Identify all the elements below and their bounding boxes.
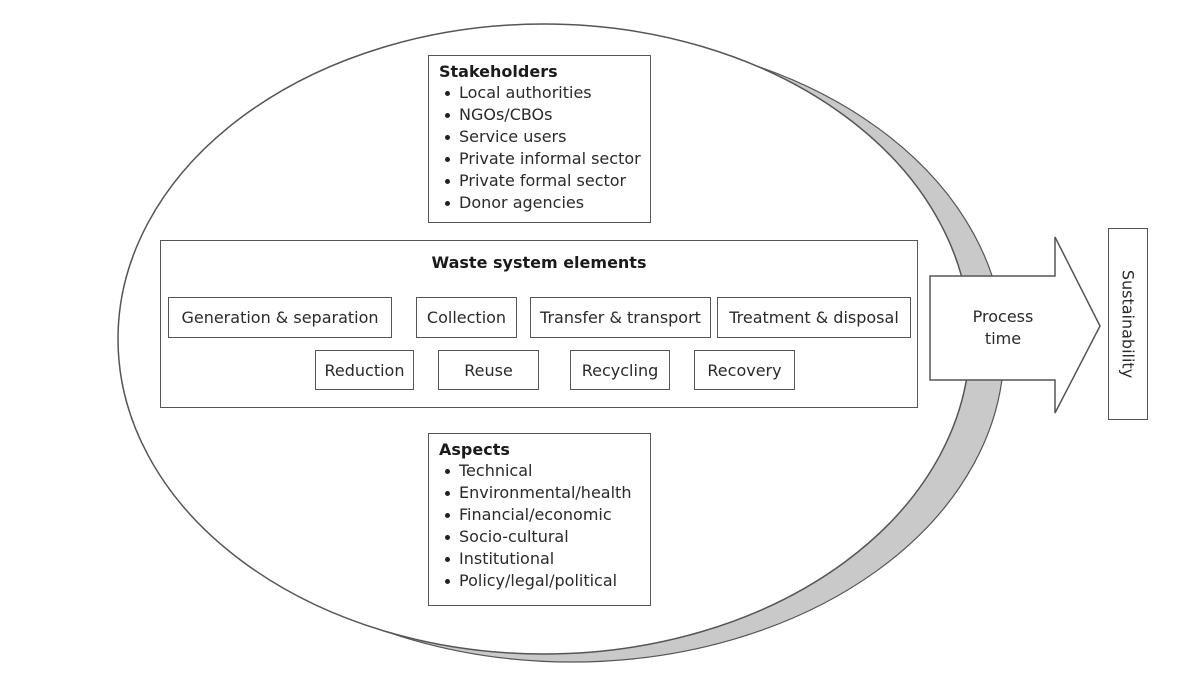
list-item: Financial/economic	[445, 504, 640, 526]
process-time-label: Process time	[945, 306, 1061, 350]
element-recycling: Recycling	[570, 350, 670, 390]
list-item: Institutional	[445, 548, 640, 570]
element-recovery: Recovery	[694, 350, 795, 390]
element-treatment-disposal: Treatment & disposal	[717, 297, 911, 338]
process-time-line1: Process	[972, 307, 1034, 326]
list-item: Socio-cultural	[445, 526, 640, 548]
list-item: Service users	[445, 126, 640, 148]
element-generation-separation: Generation & separation	[168, 297, 392, 338]
process-time-line2: time	[984, 329, 1022, 348]
stakeholders-list: Local authorities NGOs/CBOs Service user…	[439, 82, 641, 214]
sustainability-box: Sustainability	[1108, 228, 1148, 420]
list-item: Private informal sector	[445, 149, 641, 168]
aspects-box: Aspects Technical Environmental/health F…	[428, 433, 651, 606]
list-item: Local authorities	[445, 82, 640, 104]
element-transfer-transport: Transfer & transport	[530, 297, 711, 338]
element-reduction: Reduction	[315, 350, 414, 390]
list-item: Policy/legal/political	[445, 570, 640, 592]
list-item: Donor agencies	[445, 192, 640, 214]
aspects-title: Aspects	[439, 440, 510, 459]
aspects-list: Technical Environmental/health Financial…	[439, 460, 640, 592]
list-item: Environmental/health	[445, 482, 640, 504]
stakeholders-box: Stakeholders Local authorities NGOs/CBOs…	[428, 55, 651, 223]
element-reuse: Reuse	[438, 350, 539, 390]
list-item: NGOs/CBOs	[445, 104, 640, 126]
waste-system-title: Waste system elements	[431, 253, 647, 272]
process-arrow	[929, 236, 1101, 414]
sustainability-label: Sustainability	[1118, 269, 1138, 379]
stakeholders-title: Stakeholders	[439, 62, 558, 81]
list-item: Technical	[445, 460, 640, 482]
list-item: Private formal sector	[445, 170, 640, 192]
element-collection: Collection	[416, 297, 517, 338]
